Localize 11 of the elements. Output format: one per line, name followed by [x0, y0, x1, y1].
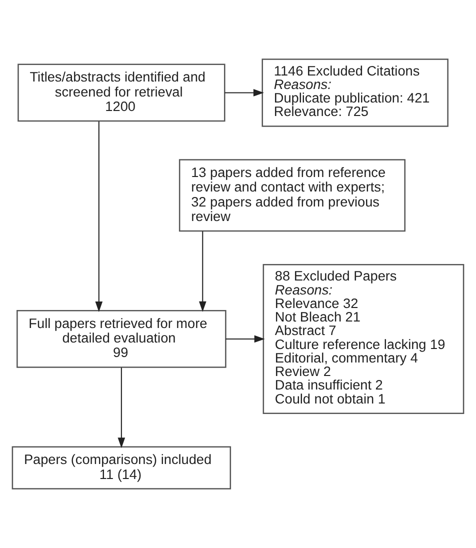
node-box: 88 Excluded Papers Reasons: Relevance 32 Not Bleach 21 Abstract 7 Culture reference lacking 19 Editorial, commentary 4 Review 2 Data insufficient 2 Could not obtain 1 — [262, 264, 464, 414]
node-box: Full papers retrieved for more detailed evaluation 99 — [16, 310, 226, 368]
arrow — [118, 368, 126, 448]
node-box: 1146 Excluded Citations Reasons: Duplicate publication: 421 Relevance: 725 — [262, 58, 448, 127]
arrow — [224, 89, 264, 96]
arrow — [198, 231, 206, 312]
node-box: 13 papers added from reference review and contact with experts; 32 papers added from previous review — [178, 159, 406, 232]
arrow — [226, 335, 265, 343]
arrow — [95, 121, 103, 312]
node-box: Titles/abstracts identified and screened for retrieval 1200 — [18, 64, 226, 122]
node-box: Papers (comparisons) included 11 (14) — [12, 446, 232, 490]
